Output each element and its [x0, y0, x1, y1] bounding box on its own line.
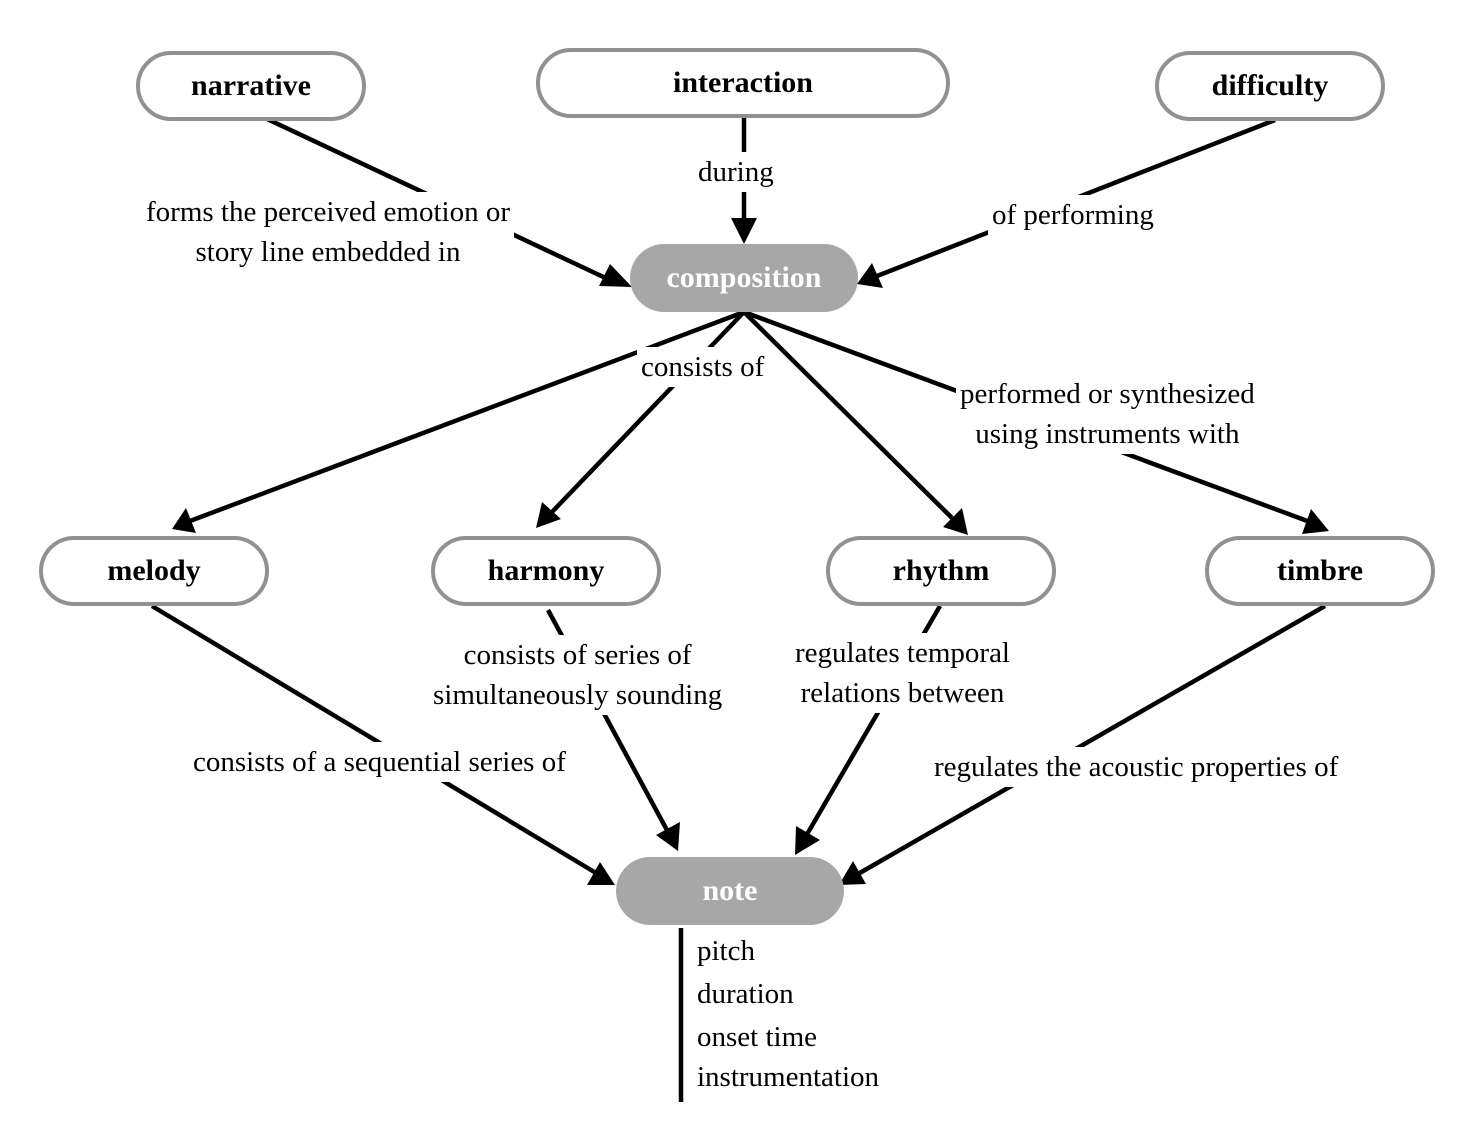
node-interaction: interaction — [536, 48, 950, 118]
edge-label-line: story line embedded in — [195, 236, 461, 268]
arrowhead — [656, 822, 680, 851]
edge-label-line: forms the perceived emotion or — [146, 196, 510, 228]
edge-label-line: consists of a sequential series of — [193, 746, 566, 778]
arrowhead — [172, 508, 196, 533]
edge-timbre-note — [856, 604, 1327, 876]
node-harmony: harmony — [431, 536, 661, 606]
edge-label-line: performed or synthesized — [960, 378, 1255, 410]
edge-label-rhythm-note: regulates temporal relations between — [791, 633, 1014, 713]
edge-label-line: consists of — [641, 351, 765, 383]
arrowhead — [1302, 509, 1329, 534]
node-timbre: timbre — [1205, 536, 1435, 606]
arrowhead — [795, 826, 820, 855]
edge-label-line: simultaneously sounding — [433, 679, 723, 711]
edge-label-composition-parts: consists of — [637, 347, 769, 387]
edge-label-line: regulates temporal — [795, 637, 1010, 669]
edge-composition-harmony — [550, 310, 746, 514]
arrowhead — [731, 218, 757, 244]
arrowhead — [943, 508, 968, 535]
edge-label-interaction-composition: during — [694, 152, 778, 192]
edge-label-narrative-composition: forms the perceived emotion or story lin… — [142, 192, 514, 272]
edge-label-melody-note: consists of a sequential series of — [189, 742, 570, 782]
edge-label-line: using instruments with — [975, 418, 1240, 450]
edge-label-timbre-note: regulates the acoustic properties of — [930, 747, 1343, 787]
edge-composition-rhythm — [742, 310, 954, 520]
edge-composition-melody — [189, 309, 745, 524]
note-attribute: onset time — [697, 1021, 818, 1053]
arrowhead — [839, 861, 866, 885]
node-narrative: narrative — [136, 51, 366, 121]
note-attribute: duration — [697, 978, 794, 1010]
note-attribute: pitch — [697, 935, 755, 967]
node-difficulty: difficulty — [1155, 51, 1385, 121]
edge-label-line: of performing — [992, 199, 1154, 231]
node-composition: composition — [630, 244, 858, 312]
arrowhead — [536, 502, 561, 528]
edge-melody-note — [150, 604, 598, 875]
note-attribute: instrumentation — [697, 1061, 880, 1093]
arrowhead — [857, 263, 883, 288]
edge-label-line: relations between — [800, 677, 1005, 709]
edge-label-harmony-note: consists of series of simultaneously sou… — [429, 635, 727, 715]
edge-label-composition-timbre: performed or synthesized using instrumen… — [956, 374, 1259, 454]
arrowhead — [587, 862, 615, 885]
node-melody: melody — [39, 536, 269, 606]
node-rhythm: rhythm — [826, 536, 1056, 606]
edge-label-difficulty-composition: of performing — [988, 195, 1158, 235]
edge-label-line: consists of series of — [463, 639, 692, 671]
node-note: note — [616, 857, 844, 925]
arrowhead — [599, 264, 632, 287]
edge-label-line: during — [698, 156, 774, 188]
edge-label-line: regulates the acoustic properties of — [934, 751, 1339, 783]
